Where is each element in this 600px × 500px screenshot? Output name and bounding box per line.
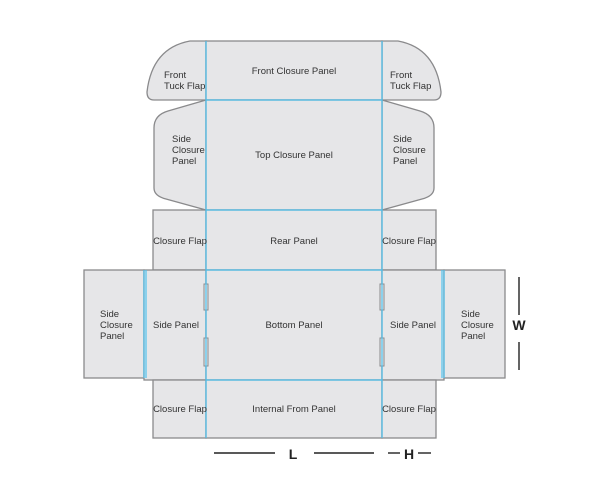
label-side-panel-left: Side Panel — [153, 320, 199, 331]
label-bottom-panel: Bottom Panel — [265, 320, 322, 331]
rear-panel — [205, 209, 383, 271]
label-side-panel-right: Side Panel — [390, 320, 436, 331]
side-closure-panel-top-left — [153, 99, 207, 211]
svg-text:W: W — [512, 317, 526, 333]
dimension-height: H — [388, 446, 431, 462]
label-closure-flap: Closure Flap — [382, 404, 436, 415]
label-internal-front: Internal From Panel — [252, 404, 335, 415]
label-closure-flap: Closure Flap — [382, 236, 436, 247]
front-closure-panel — [205, 40, 383, 101]
side-panel-right — [381, 269, 445, 381]
label-closure-flap: Closure Flap — [153, 236, 207, 247]
side-closure-panel-left — [83, 269, 145, 379]
front-tuck-flap-right — [381, 40, 442, 101]
dimension-width: W — [512, 277, 526, 370]
top-closure-panel — [205, 99, 383, 211]
svg-text:L: L — [289, 446, 298, 462]
closure-flap-top-right — [381, 209, 437, 271]
side-closure-panel-top-right — [381, 99, 435, 211]
label-front-closure: Front Closure Panel — [252, 66, 336, 77]
label-closure-flap: Closure Flap — [153, 404, 207, 415]
svg-text:H: H — [404, 446, 414, 462]
dimension-length: L — [214, 446, 374, 462]
label-rear-panel: Rear Panel — [270, 236, 318, 247]
label-top-closure: Top Closure Panel — [255, 150, 333, 161]
side-closure-panel-right — [443, 269, 506, 379]
fold-lines — [143, 41, 445, 438]
front-tuck-flap-left — [146, 40, 207, 101]
